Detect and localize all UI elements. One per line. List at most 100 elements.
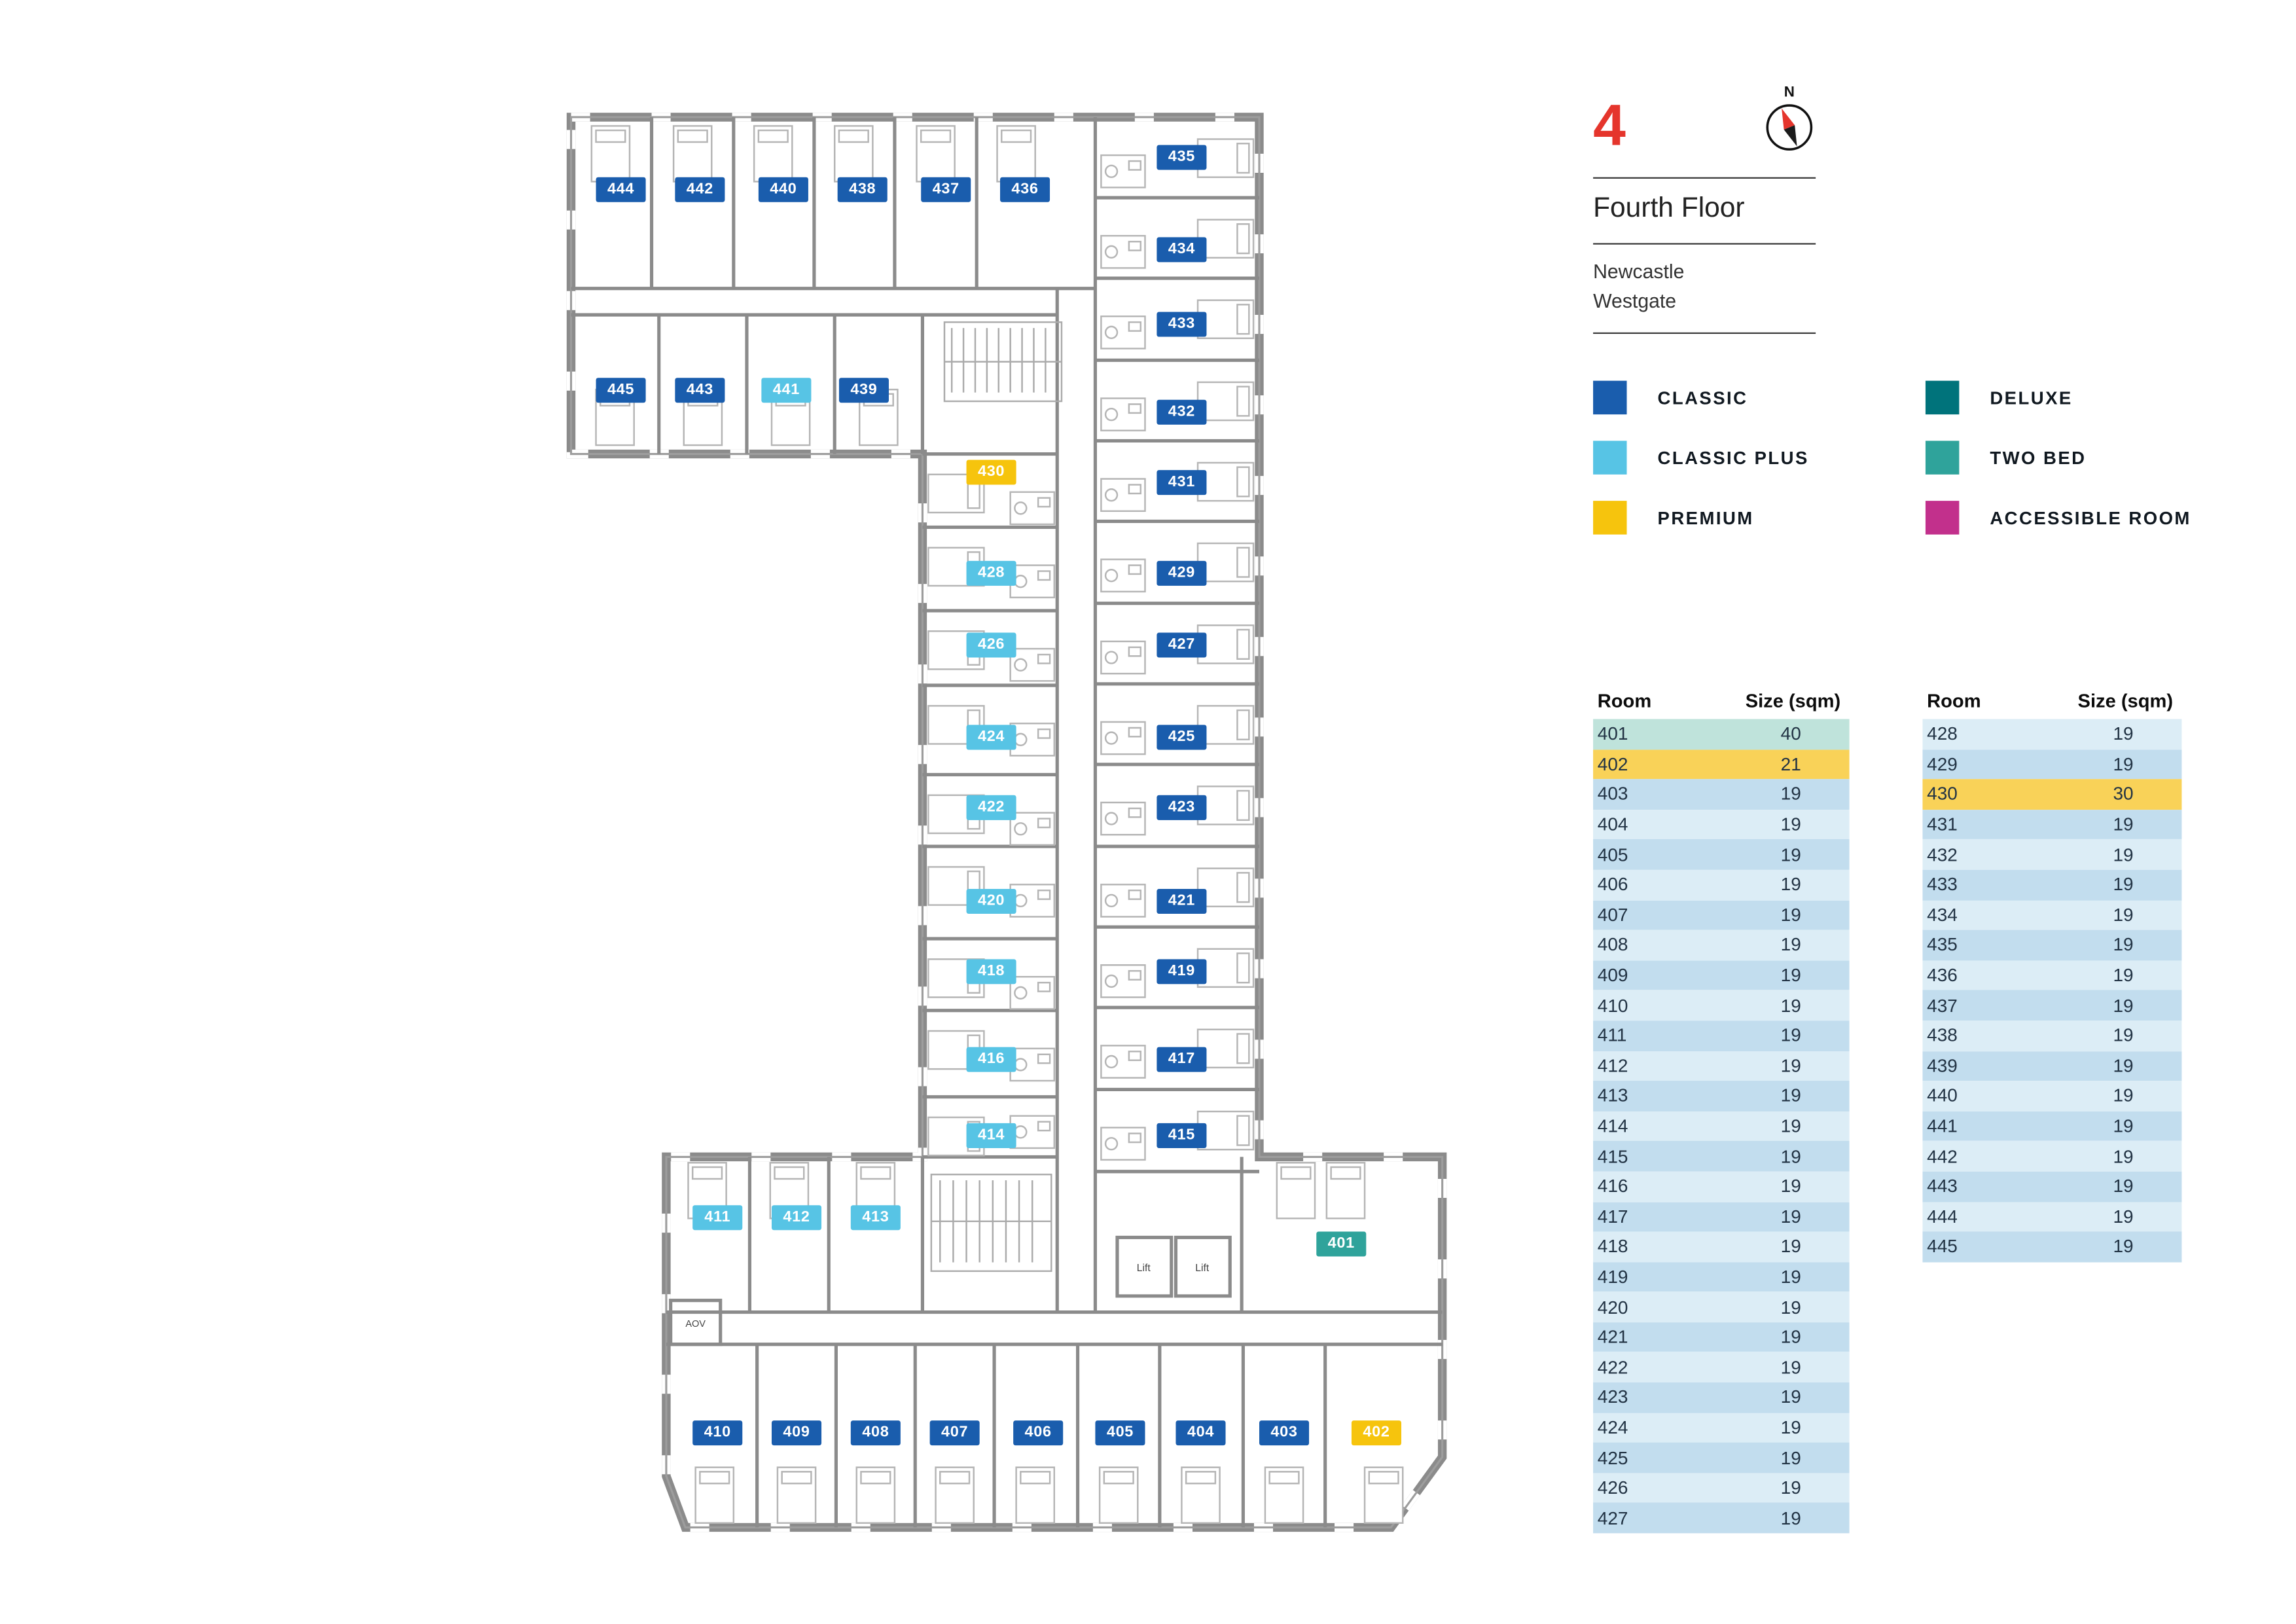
cell-size: 19 (1780, 1025, 1801, 1046)
legend-label: PREMIUM (1657, 507, 1754, 528)
aov-room: AOV (669, 1299, 723, 1346)
cell-room: 421 (1597, 1327, 1628, 1348)
cell-size: 19 (1780, 1236, 1801, 1257)
cell-size: 19 (1780, 1477, 1801, 1498)
cell-size: 19 (2113, 814, 2134, 835)
cell-room: 411 (1597, 1025, 1627, 1046)
cell-room: 442 (1927, 1146, 1958, 1167)
cell-size: 19 (1780, 1267, 1801, 1288)
aov-label: AOV (685, 1319, 706, 1329)
table-row-401: 401 40 (1593, 719, 1850, 749)
legend-item-classic: CLASSIC (1593, 380, 1809, 415)
legend-item-deluxe: DELUXE (1925, 380, 2191, 415)
cell-room: 420 (1597, 1297, 1628, 1318)
cell-size: 19 (1780, 875, 1801, 895)
cell-room: 433 (1927, 875, 1958, 895)
cell-size: 19 (1780, 1507, 1801, 1529)
building-outline (566, 113, 1447, 1532)
cell-size: 30 (2113, 784, 2134, 805)
header-size: Size (sqm) (2077, 689, 2174, 712)
legend-label: CLASSIC PLUS (1657, 447, 1809, 468)
cell-size: 19 (2113, 753, 2134, 775)
cell-size: 19 (1780, 1176, 1801, 1197)
cell-size: 40 (1780, 723, 1801, 745)
table-row-428: 428 19 (1922, 719, 2182, 749)
cell-room: 427 (1597, 1507, 1628, 1529)
cell-room: 443 (1927, 1176, 1958, 1197)
cell-room: 410 (1597, 995, 1628, 1016)
deluxe-swatch (1925, 380, 1960, 415)
lifts: Lift Lift (1115, 1235, 1232, 1298)
location-line1: Newcastle (1593, 261, 1685, 283)
cell-size: 19 (1780, 1146, 1801, 1167)
table-row-433: 433 19 (1922, 869, 2182, 900)
cell-room: 434 (1927, 905, 1958, 926)
cell-room: 429 (1927, 753, 1958, 775)
table-row-429: 429 19 (1922, 749, 2182, 780)
cell-size: 19 (2113, 1025, 2134, 1046)
cell-size: 19 (1780, 1417, 1801, 1438)
cell-room: 401 (1597, 723, 1628, 745)
cell-size: 19 (1780, 1327, 1801, 1348)
table-row-444: 444 19 (1922, 1201, 2182, 1232)
cell-size: 19 (2113, 875, 2134, 895)
table-header: Room Size (sqm) (1922, 683, 2181, 719)
cell-room: 419 (1597, 1267, 1628, 1288)
cell-room: 409 (1597, 965, 1628, 986)
legend-label: DELUXE (1990, 387, 2073, 408)
cell-size: 19 (2113, 723, 2134, 745)
cell-room: 422 (1597, 1357, 1628, 1378)
cell-room: 430 (1927, 784, 1958, 805)
cell-size: 19 (2113, 1236, 2134, 1257)
divider-rule (1593, 243, 1816, 245)
cell-room: 405 (1597, 844, 1628, 865)
stairs-top (943, 321, 1063, 403)
cell-size: 19 (1780, 844, 1801, 865)
cell-room: 407 (1597, 905, 1628, 926)
cell-size: 19 (2113, 844, 2134, 865)
cell-size: 19 (2113, 1206, 2134, 1227)
two_bed-swatch (1925, 441, 1960, 475)
stairs-bottom (930, 1174, 1052, 1272)
header-room: Room (1927, 689, 1981, 712)
cell-room: 424 (1597, 1417, 1628, 1438)
cell-size: 19 (1780, 1357, 1801, 1378)
cell-room: 418 (1597, 1236, 1628, 1257)
table-row-411: 411 19 (1593, 1020, 1850, 1051)
divider-rule (1593, 332, 1816, 334)
cell-room: 439 (1927, 1055, 1958, 1076)
cell-size: 19 (1780, 814, 1801, 835)
legend-label: TWO BED (1990, 447, 2087, 468)
premium-swatch (1593, 501, 1627, 535)
location: Newcastle Westgate (1593, 258, 1684, 316)
table-row-424: 424 19 (1593, 1413, 1850, 1443)
cell-size: 19 (1780, 1055, 1801, 1076)
interior-walls (571, 117, 1443, 1528)
cell-size: 19 (2113, 1055, 2134, 1076)
table-row-439: 439 19 (1922, 1051, 2182, 1081)
floor-name: Fourth Floor (1593, 193, 1745, 225)
lift-label: Lift (1137, 1263, 1151, 1274)
table-row-422: 422 19 (1593, 1352, 1850, 1383)
cell-room: 428 (1927, 723, 1958, 745)
cell-size: 19 (1780, 1387, 1801, 1408)
divider-rule (1593, 177, 1816, 179)
cell-room: 444 (1927, 1206, 1958, 1227)
floor-number: 4 (1593, 94, 1626, 158)
